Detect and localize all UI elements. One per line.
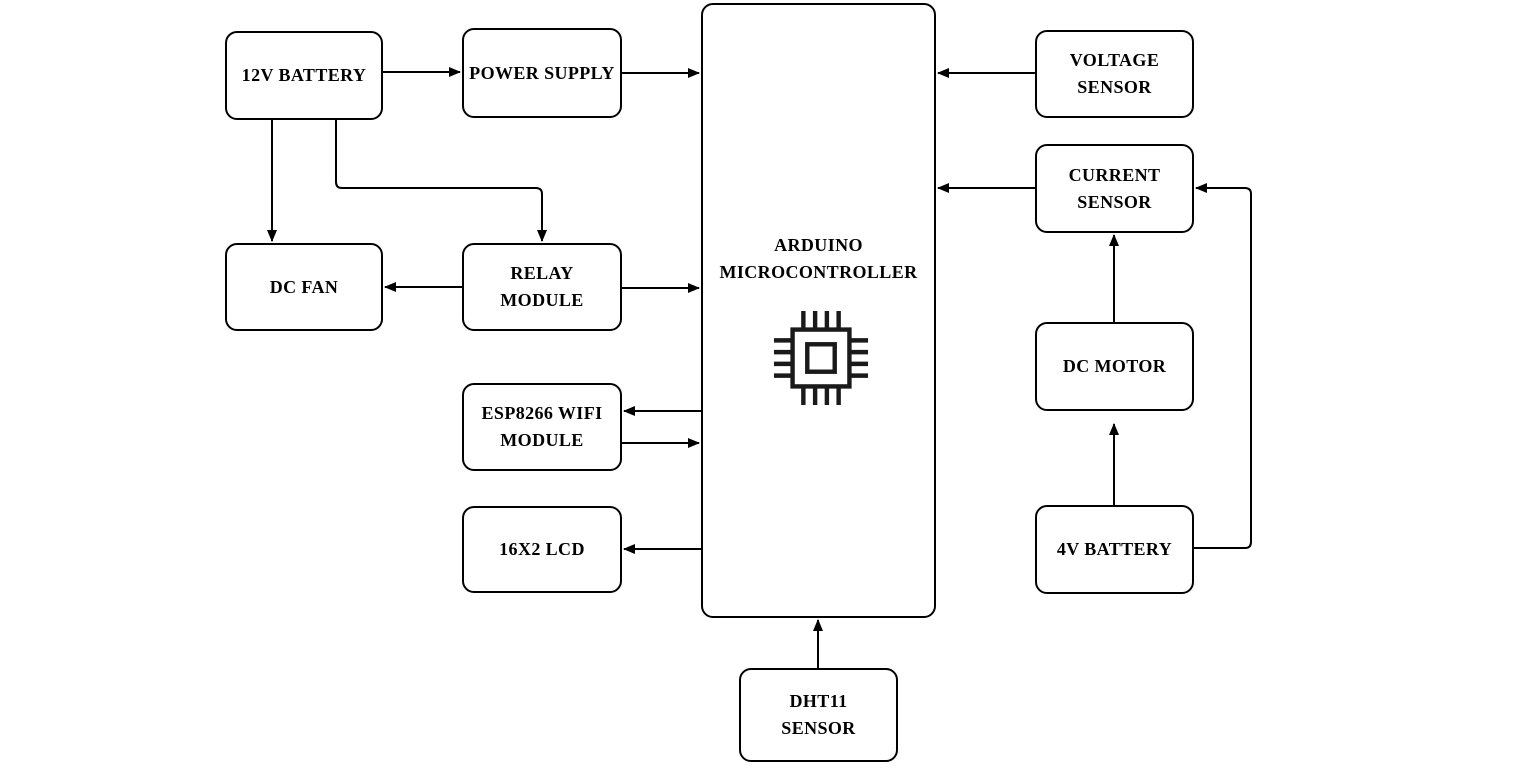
node-voltage-sensor: VOLTAGE SENSOR	[1035, 30, 1194, 118]
node-12v-battery: 12V BATTERY	[225, 31, 383, 120]
node-relay-module: RELAY MODULE	[462, 243, 622, 331]
node-current-sensor: CURRENT SENSOR	[1035, 144, 1194, 233]
edge-battery12v-to-relay	[335, 120, 547, 242]
edge-battery4v-to-current	[1194, 183, 1252, 549]
node-dht11-sensor: DHT11 SENSOR	[739, 668, 898, 762]
node-current-sensor-label: CURRENT SENSOR	[1068, 164, 1161, 212]
node-4v-battery-label: 4V BATTERY	[1056, 539, 1173, 559]
node-voltage-sensor-label: VOLTAGE SENSOR	[1069, 50, 1160, 97]
node-arduino-microcontroller: ARDUINO MICROCONTROLLER	[701, 3, 936, 618]
node-esp8266-wifi-module: ESP8266 WIFI MODULE	[462, 383, 622, 471]
node-dc-fan-label: DC FAN	[269, 276, 339, 297]
node-dc-motor: DC MOTOR	[1035, 322, 1194, 411]
node-relay-module-label: RELAY MODULE	[500, 263, 584, 310]
node-4v-battery: 4V BATTERY	[1035, 505, 1194, 594]
node-16x2-lcd: 16X2 LCD	[462, 506, 622, 593]
node-power-supply-label: POWER SUPPLY	[469, 62, 615, 83]
node-dc-fan: DC FAN	[225, 243, 383, 331]
node-dht11-label: DHT11 SENSOR	[781, 691, 856, 738]
node-12v-battery-label: 12V BATTERY	[241, 65, 367, 85]
node-esp8266-label: ESP8266 WIFI MODULE	[481, 403, 603, 450]
node-arduino-label: ARDUINO MICROCONTROLLER	[719, 235, 918, 282]
microcontroller-chip-icon	[773, 310, 869, 406]
node-16x2-lcd-label: 16X2 LCD	[499, 539, 585, 559]
node-power-supply: POWER SUPPLY	[462, 28, 622, 118]
node-dc-motor-label: DC MOTOR	[1062, 356, 1167, 376]
